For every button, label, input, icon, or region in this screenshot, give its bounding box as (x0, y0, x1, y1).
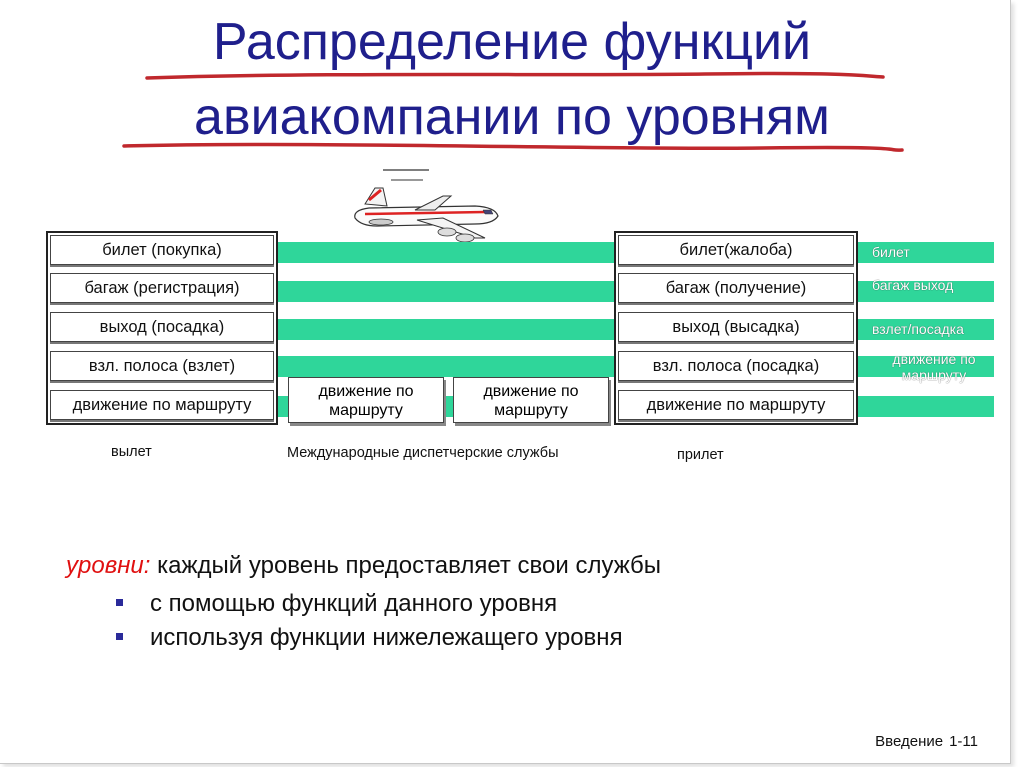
band-right-routing (856, 396, 994, 417)
footer: Введение 1-11 (875, 733, 978, 750)
bullet-square-icon (116, 633, 123, 640)
intermediate-node-1: движение по маршруту (288, 377, 444, 423)
arrival-layer-ticket: билет(жалоба) (618, 235, 854, 265)
side-label-takeoff-landing: взлет/посадка (872, 321, 964, 337)
title-underline-1 (145, 71, 885, 80)
bullet-text: с помощью функций данного уровня (150, 590, 558, 617)
departure-layer-baggage: багаж (регистрация) (50, 273, 274, 303)
caption-departure: вылет (111, 444, 152, 460)
band-right-ticket (856, 242, 994, 263)
levels-text: каждый уровень предоставляет свои службы (150, 552, 662, 579)
band-routing-left (276, 396, 290, 417)
bullet-text: используя функции нижележащего уровня (150, 624, 623, 651)
departure-stack: билет (покупка) багаж (регистрация) выхо… (46, 231, 278, 425)
footer-page-number: 1-11 (949, 733, 978, 750)
levels-statement: уровни: каждый уровень предоставляет сво… (66, 552, 661, 580)
band-routing-mid (443, 396, 453, 417)
title-line-2: авиакомпании по уровням (194, 88, 830, 146)
side-label-ticket: билет (872, 244, 910, 260)
band-baggage (276, 281, 614, 302)
departure-layer-runway: взл. полоса (взлет) (50, 351, 274, 381)
band-right-runway (856, 356, 994, 377)
title-line-1: Распределение функций (212, 13, 812, 71)
arrival-stack: билет(жалоба) багаж (получение) выход (в… (614, 231, 858, 425)
arrival-layer-runway: взл. полоса (посадка) (618, 351, 854, 381)
band-ticket (276, 242, 614, 263)
levels-keyword: уровни: (66, 552, 151, 579)
side-label-routing: движение по маршруту (892, 351, 976, 383)
departure-layer-routing: движение по маршруту (50, 390, 274, 420)
band-runway (276, 356, 614, 377)
bullet-square-icon (116, 599, 123, 606)
band-right-baggage (856, 281, 994, 302)
arrival-layer-baggage: багаж (получение) (618, 273, 854, 303)
arrival-layer-routing: движение по маршруту (618, 390, 854, 420)
intermediate-node-2: движение по маршруту (453, 377, 609, 423)
title-underline-2 (122, 142, 904, 152)
arrival-layer-gate: выход (высадка) (618, 312, 854, 342)
band-right-gate (856, 319, 994, 340)
footer-section: Введение (875, 733, 944, 750)
departure-layer-ticket: билет (покупка) (50, 235, 274, 265)
caption-intermediate: Международные диспетчерские службы (287, 445, 559, 461)
band-gate (276, 319, 614, 340)
airplane-icon (354, 169, 499, 243)
side-label-baggage-gate: багаж выход (872, 277, 954, 293)
caption-arrival: прилет (677, 447, 724, 463)
departure-layer-gate: выход (посадка) (50, 312, 274, 342)
